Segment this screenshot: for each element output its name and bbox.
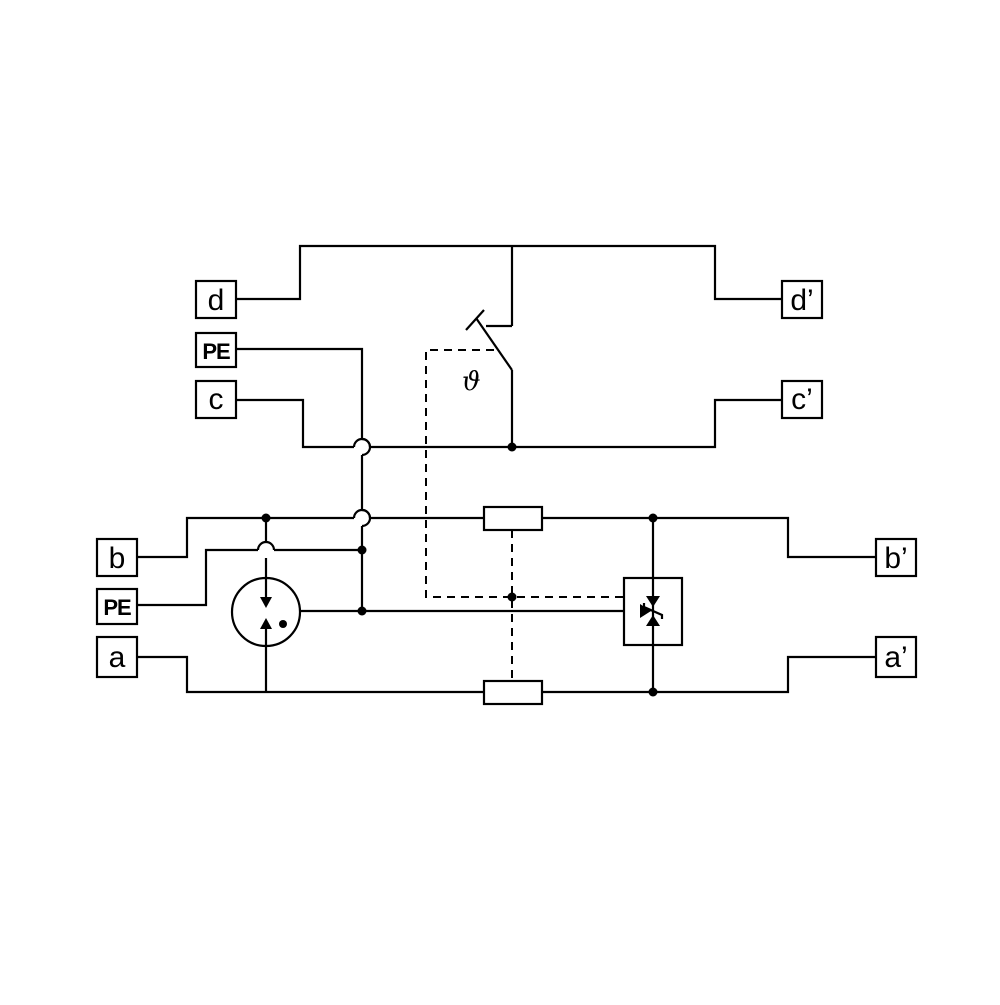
resistor-a <box>482 679 544 706</box>
wire-b <box>137 508 876 559</box>
wire-pe-top <box>236 347 372 616</box>
terminal-a: a <box>95 635 139 679</box>
tvs-diode <box>622 518 684 692</box>
terminal-pe-bottom: PE <box>95 587 139 626</box>
terminal-b-prime-label: b’ <box>884 542 907 575</box>
terminal-a-prime-label: a’ <box>884 641 907 674</box>
terminal-a-label: a <box>109 641 126 674</box>
terminal-d-label: d <box>208 284 225 317</box>
terminal-pe-top: PE <box>194 331 238 369</box>
terminal-d: d <box>194 279 238 320</box>
terminal-pe-top-label: PE <box>202 339 230 364</box>
thermal-switch: ϑ <box>462 309 514 447</box>
terminal-c-prime-label: c’ <box>791 383 813 416</box>
terminal-c: c <box>194 379 238 420</box>
terminal-b-label: b <box>109 542 126 575</box>
terminal-c-prime: c’ <box>780 379 824 420</box>
thermal-coupling <box>425 349 624 598</box>
wire-pe-bottom <box>137 540 362 607</box>
gas-discharge-tube <box>230 518 640 692</box>
wire-d <box>236 244 782 326</box>
terminal-c-label: c <box>209 383 224 416</box>
terminal-b: b <box>95 537 139 578</box>
resistor-b <box>482 505 544 532</box>
terminal-a-prime: a’ <box>874 635 918 679</box>
terminal-b-prime: b’ <box>874 537 918 578</box>
wire-c <box>236 398 782 452</box>
junction-dash <box>507 592 517 602</box>
terminal-pe-bottom-label: PE <box>103 595 131 620</box>
terminal-d-prime-label: d’ <box>790 284 813 317</box>
junction-c <box>507 442 517 452</box>
wire-a <box>137 655 876 697</box>
terminal-d-prime: d’ <box>780 279 824 320</box>
thermal-symbol: ϑ <box>462 367 481 397</box>
